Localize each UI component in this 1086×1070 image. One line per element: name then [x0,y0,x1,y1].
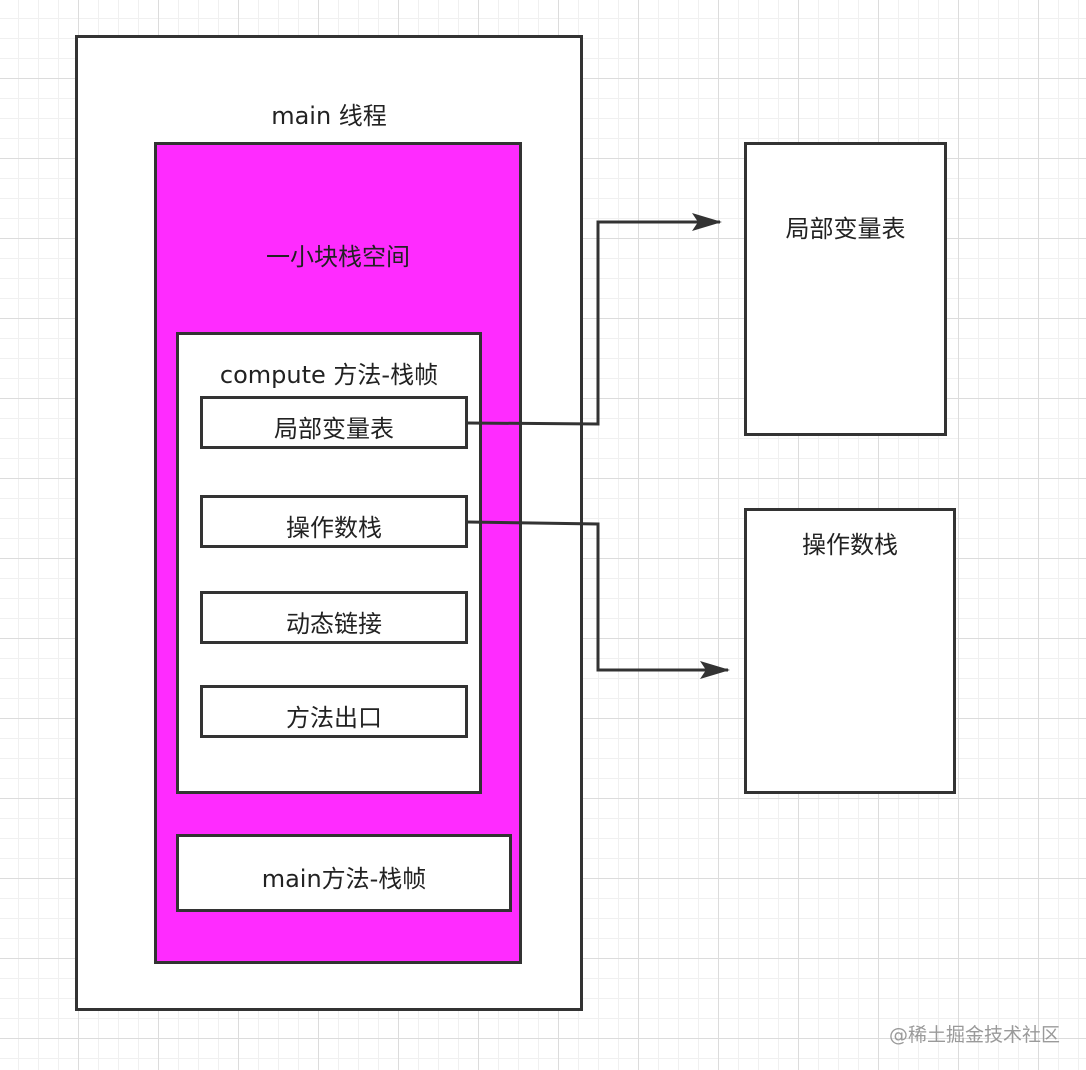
frame-slot-label: 动态链接 [286,610,382,638]
frame-slot-operand-stack: 操作数栈 [200,495,468,548]
main-frame-title: main方法-栈帧 [261,865,427,893]
locals-connector-arrow [467,213,722,426]
frame-slot-local-variables: 局部变量表 [200,396,468,449]
frame-slot-label: 方法出口 [286,704,382,732]
external-local-variables-box: 局部变量表 [744,142,947,436]
frame-slot-return-address: 方法出口 [200,685,468,738]
watermark: @稀土掘金技术社区 [888,1024,1060,1046]
external-operand-stack-box: 操作数栈 [744,508,956,794]
external-operand-stack-title: 操作数栈 [802,531,898,559]
frame-slot-label: 操作数栈 [286,514,382,542]
main-frame-box: main方法-栈帧 [176,834,512,912]
operand-connector-arrow [467,520,730,679]
frame-slot-label: 局部变量表 [274,415,394,443]
external-local-variables-title: 局部变量表 [785,215,906,243]
frame-slot-dynamic-linking: 动态链接 [200,591,468,644]
compute-frame-title: compute 方法-栈帧 [219,361,439,389]
stack-space-title: 一小块栈空间 [266,243,410,271]
main-thread-title: main 线程 [271,102,387,130]
